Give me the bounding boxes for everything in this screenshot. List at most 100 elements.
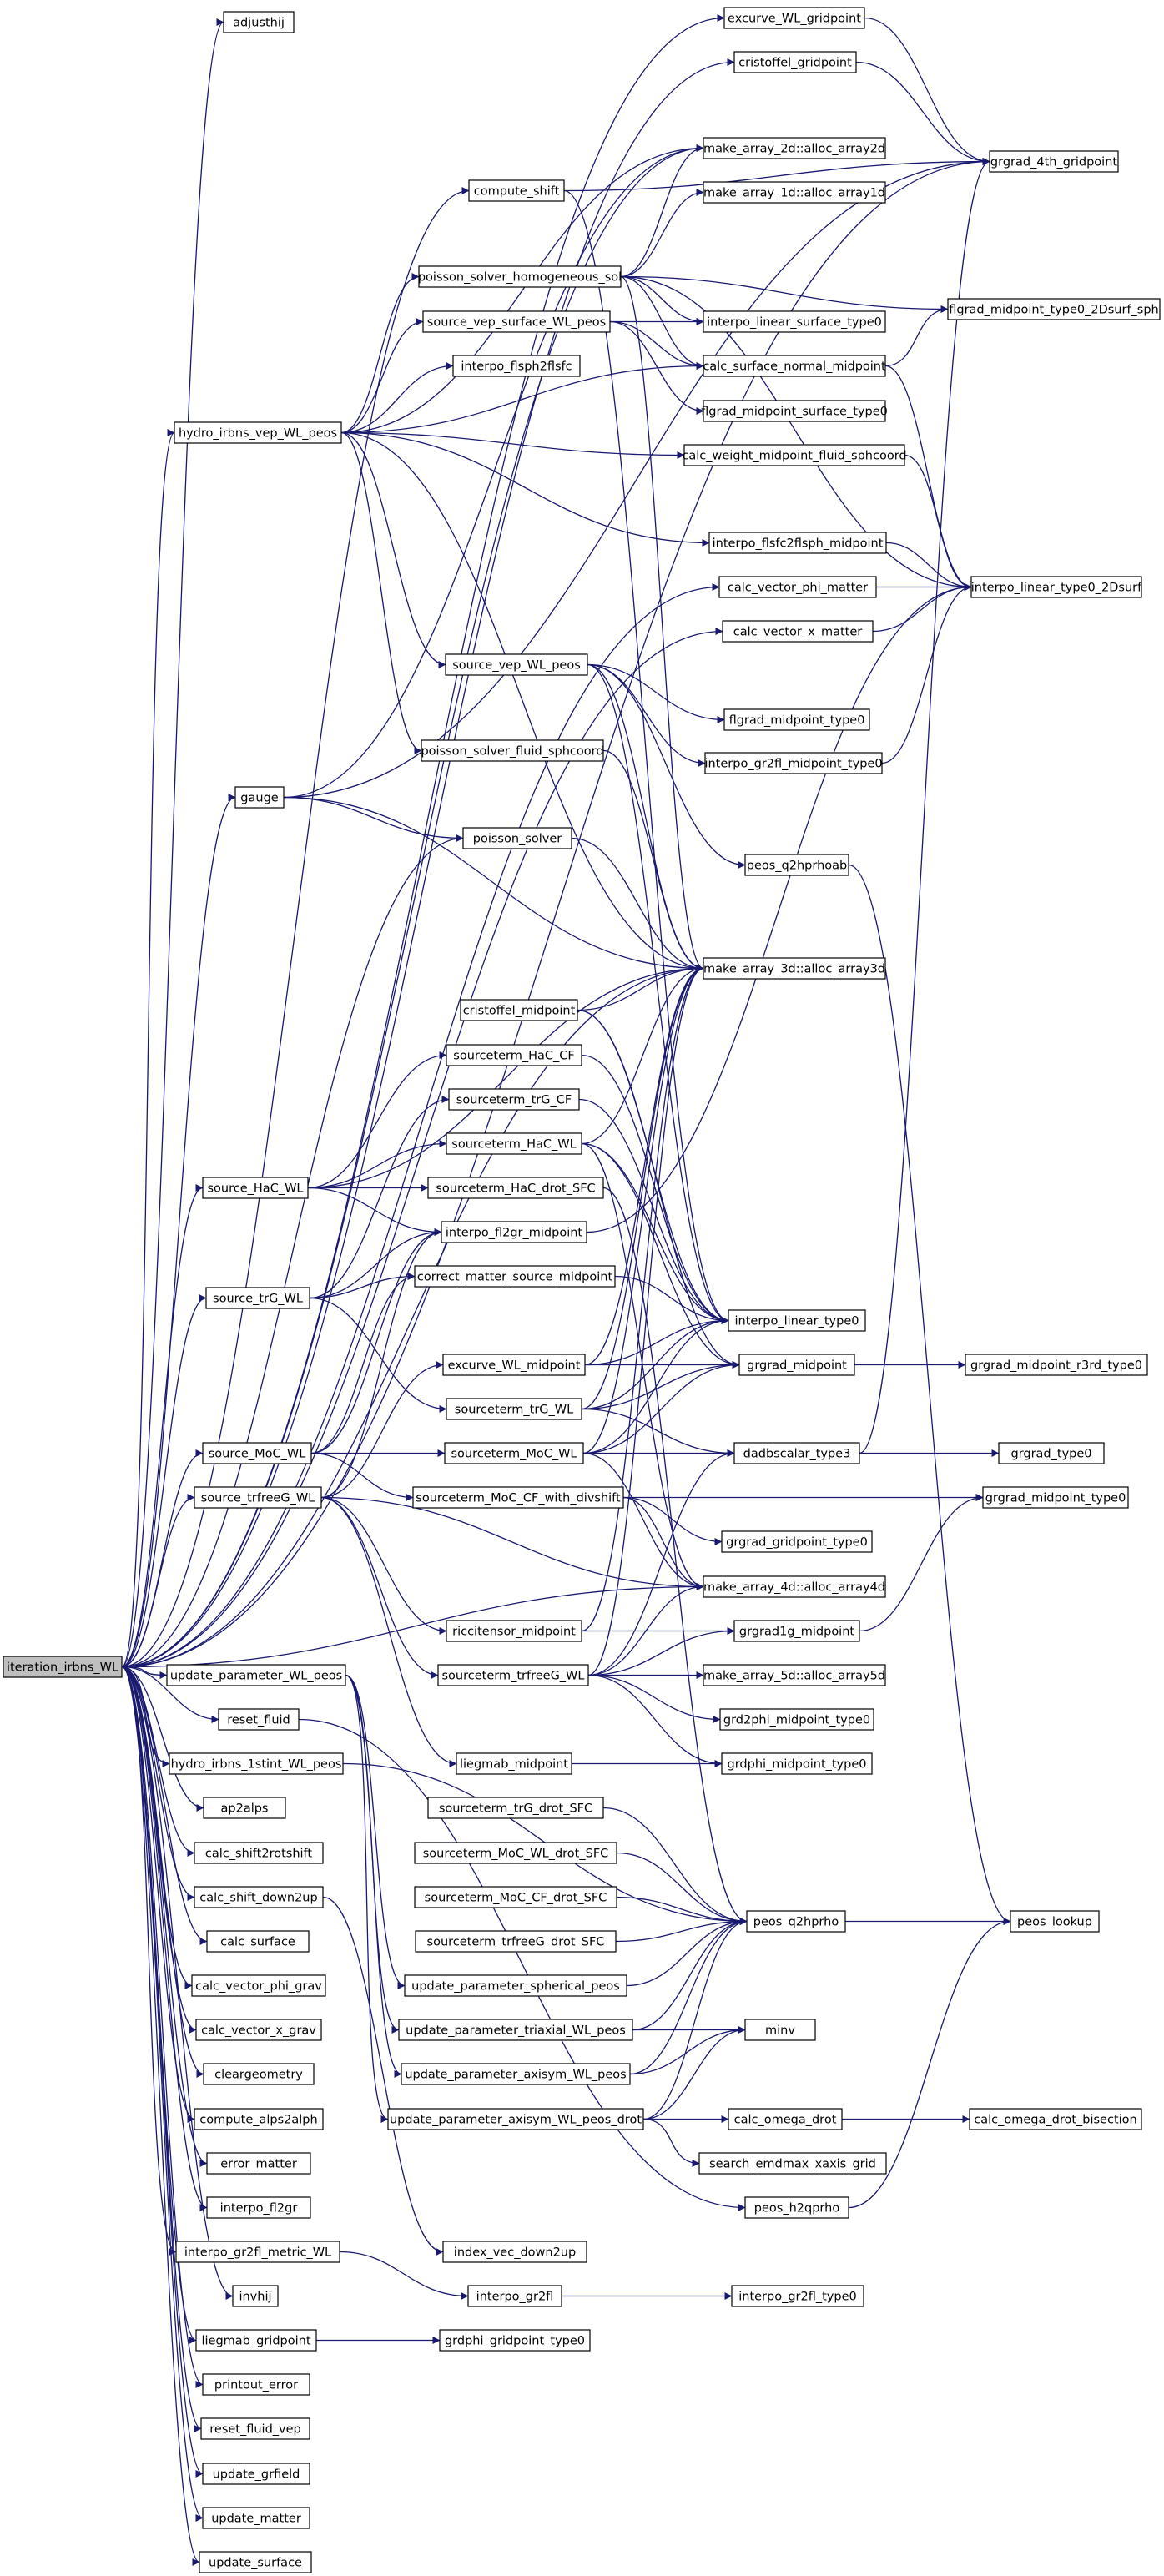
node-sourceterm-trg-wl[interactable]: sourceterm_trG_WL <box>446 1398 582 1420</box>
node-excurve-wl-gridpoint[interactable]: excurve_WL_gridpoint <box>723 7 865 29</box>
node-box <box>195 2329 317 2352</box>
node-riccitensor-midpoint[interactable]: riccitensor_midpoint <box>446 1620 582 1642</box>
node-sourceterm-moc-cf-drot-sfc[interactable]: sourceterm_MoC_CF_drot_SFC <box>414 1886 617 1908</box>
node-sourceterm-moc-wl-drot-sfc[interactable]: sourceterm_MoC_WL_drot_SFC <box>414 1842 617 1864</box>
node-grgrad-midpoint-r3rd-type0[interactable]: grgrad_midpoint_r3rd_type0 <box>965 1354 1148 1376</box>
node-cristoffel-gridpoint[interactable]: cristoffel_gridpoint <box>733 51 857 73</box>
node-grdphi-midpoint-type0[interactable]: grdphi_midpoint_type0 <box>721 1752 873 1775</box>
node-index-vec-down2up[interactable]: index_vec_down2up <box>442 2241 587 2263</box>
node-calc-shift-down2up[interactable]: calc_shift_down2up <box>194 1886 324 1908</box>
node-update-surface[interactable]: update_surface <box>199 2551 312 2573</box>
node-interpo-gr2fl-metric-wl[interactable]: interpo_gr2fl_metric_WL <box>175 2241 340 2263</box>
node-sourceterm-hac-wl[interactable]: sourceterm_HaC_WL <box>446 1132 582 1155</box>
node-update-grfield[interactable]: update_grfield <box>202 2463 310 2485</box>
node-error-matter[interactable]: error_matter <box>206 2152 311 2175</box>
node-calc-surface[interactable]: calc_surface <box>206 1930 310 1953</box>
node-compute-alps2alph[interactable]: compute_alps2alph <box>194 2108 324 2130</box>
node-make-array-2d-alloc-array2d[interactable]: make_array_2d::alloc_array2d <box>703 137 886 159</box>
node-peos-q2hprho[interactable]: peos_q2hprho <box>746 1910 846 1933</box>
node-hydro-irbns-vep-wl-peos[interactable]: hydro_irbns_vep_WL_peos <box>174 421 342 444</box>
node-grgrad-type0[interactable]: grgrad_type0 <box>998 1442 1105 1464</box>
node-gauge[interactable]: gauge <box>234 786 285 809</box>
node-interpo-flsfc2flsph-midpoint[interactable]: interpo_flsfc2flsph_midpoint <box>708 532 887 554</box>
node-invhij[interactable]: invhij <box>232 2285 279 2307</box>
node-correct-matter-source-midpoint[interactable]: correct_matter_source_midpoint <box>414 1265 616 1288</box>
node-update-parameter-wl-peos[interactable]: update_parameter_WL_peos <box>166 1664 346 1686</box>
node-calc-shift2rotshift[interactable]: calc_shift2rotshift <box>194 1842 324 1864</box>
node-update-parameter-axisym-wl-peos[interactable]: update_parameter_axisym_WL_peos <box>401 2063 631 2085</box>
node-update-parameter-spherical-peos[interactable]: update_parameter_spherical_peos <box>404 1974 627 1997</box>
node-make-array-5d-alloc-array5d[interactable]: make_array_5d::alloc_array5d <box>703 1664 886 1686</box>
node-grd2phi-midpoint-type0[interactable]: grd2phi_midpoint_type0 <box>719 1708 874 1731</box>
node-make-array-4d-alloc-array4d[interactable]: make_array_4d::alloc_array4d <box>703 1575 886 1598</box>
node-hydro-irbns-1stint-wl-peos[interactable]: hydro_irbns_1stint_WL_peos <box>169 1752 344 1775</box>
node-sourceterm-hac-cf[interactable]: sourceterm_HaC_CF <box>446 1044 582 1066</box>
node-sourceterm-trfreeg-drot-sfc[interactable]: sourceterm_trfreeG_drot_SFC <box>415 1930 617 1953</box>
node-sourceterm-hac-drot-sfc[interactable]: sourceterm_HaC_drot_SFC <box>427 1177 604 1199</box>
node-interpo-gr2fl[interactable]: interpo_gr2fl <box>467 2285 562 2307</box>
node-interpo-flsph2flsfc[interactable]: interpo_flsph2flsfc <box>452 355 581 377</box>
node-peos-h2qprho[interactable]: peos_h2qprho <box>744 2196 849 2219</box>
node-sourceterm-trg-cf[interactable]: sourceterm_trG_CF <box>448 1088 580 1111</box>
node-sourceterm-trfreeg-wl[interactable]: sourceterm_trfreeG_WL <box>437 1664 589 1686</box>
node-reset-fluid-vep[interactable]: reset_fluid_vep <box>200 2417 310 2440</box>
node-calc-vector-x-matter[interactable]: calc_vector_x_matter <box>722 620 874 643</box>
node-update-matter[interactable]: update_matter <box>202 2507 310 2529</box>
node-interpo-fl2gr-midpoint[interactable]: interpo_fl2gr_midpoint <box>441 1221 587 1243</box>
node-interpo-linear-surface-type0[interactable]: interpo_linear_surface_type0 <box>703 310 886 333</box>
node-excurve-wl-midpoint[interactable]: excurve_WL_midpoint <box>442 1354 586 1376</box>
node-interpo-gr2fl-type0[interactable]: interpo_gr2fl_type0 <box>731 2285 864 2307</box>
node-poisson-solver-homogeneous-sol[interactable]: poisson_solver_homogeneous_sol <box>418 265 622 288</box>
node-source-trg-wl[interactable]: source_trG_WL <box>205 1287 310 1309</box>
node-search-emdmax-xaxis-grid[interactable]: search_emdmax_xaxis_grid <box>698 2152 887 2175</box>
node-calc-weight-midpoint-fluid-sphcoord[interactable]: calc_weight_midpoint_fluid_sphcoord <box>682 444 907 466</box>
node-peos-q2hprhoab[interactable]: peos_q2hprhoab <box>744 854 849 876</box>
node-peos-lookup[interactable]: peos_lookup <box>1010 1910 1100 1933</box>
node-poisson-solver[interactable]: poisson_solver <box>462 827 572 849</box>
node-calc-surface-normal-midpoint[interactable]: calc_surface_normal_midpoint <box>703 355 886 377</box>
node-grdphi-gridpoint-type0[interactable]: grdphi_gridpoint_type0 <box>439 2329 591 2352</box>
node-grgrad1g-midpoint[interactable]: grgrad1g_midpoint <box>733 1620 860 1642</box>
node-compute-shift[interactable]: compute_shift <box>468 179 565 202</box>
node-sourceterm-moc-cf-with-divshift[interactable]: sourceterm_MoC_CF_with_divshift <box>412 1486 624 1509</box>
node-calc-omega-drot[interactable]: calc_omega_drot <box>728 2108 843 2130</box>
node-sourceterm-trg-drot-sfc[interactable]: sourceterm_trG_drot_SFC <box>427 1797 604 1819</box>
node-calc-vector-phi-matter[interactable]: calc_vector_phi_matter <box>718 576 877 598</box>
node-grgrad-gridpoint-type0[interactable]: grgrad_gridpoint_type0 <box>721 1530 873 1553</box>
node-make-array-1d-alloc-array1d[interactable]: make_array_1d::alloc_array1d <box>703 181 886 204</box>
node-ap2alps[interactable]: ap2alps <box>203 1797 286 1819</box>
node-source-hac-wl[interactable]: source_HaC_WL <box>202 1177 309 1199</box>
node-flgrad-midpoint-type0-2dsurf-sph[interactable]: flgrad_midpoint_type0_2Dsurf_sph <box>947 298 1161 320</box>
node-adjusthij[interactable]: adjusthij <box>223 11 295 33</box>
node-iteration-irbns-wl[interactable]: iteration_irbns_WL <box>3 1656 123 1678</box>
node-flgrad-midpoint-surface-type0[interactable]: flgrad_midpoint_surface_type0 <box>701 400 888 422</box>
node-dadbscalar-type3[interactable]: dadbscalar_type3 <box>733 1442 860 1464</box>
node-grgrad-midpoint[interactable]: grgrad_midpoint <box>738 1354 855 1376</box>
node-poisson-solver-fluid-sphcoord[interactable]: poisson_solver_fluid_sphcoord <box>421 739 604 762</box>
node-liegmab-midpoint[interactable]: liegmab_midpoint <box>456 1752 572 1775</box>
node-update-parameter-axisym-wl-peos-drot[interactable]: update_parameter_axisym_WL_peos_drot <box>387 2108 644 2130</box>
node-cristoffel-midpoint[interactable]: cristoffel_midpoint <box>460 999 578 1021</box>
node-interpo-fl2gr[interactable]: interpo_fl2gr <box>206 2196 311 2219</box>
node-update-parameter-triaxial-wl-peos[interactable]: update_parameter_triaxial_WL_peos <box>398 2019 633 2041</box>
node-interpo-gr2fl-midpoint-type0[interactable]: interpo_gr2fl_midpoint_type0 <box>704 752 883 774</box>
node-grgrad-midpoint-type0[interactable]: grgrad_midpoint_type0 <box>982 1486 1129 1509</box>
node-cleargeometry[interactable]: cleargeometry <box>203 2063 315 2085</box>
node-calc-vector-phi-grav[interactable]: calc_vector_phi_grav <box>191 1974 326 1997</box>
node-interpo-linear-type0-2dsurf[interactable]: interpo_linear_type0_2Dsurf <box>970 576 1142 598</box>
node-source-moc-wl[interactable]: source_MoC_WL <box>202 1442 312 1464</box>
node-calc-omega-drot-bisection[interactable]: calc_omega_drot_bisection <box>969 2108 1142 2130</box>
node-grgrad-4th-gridpoint[interactable]: grgrad_4th_gridpoint <box>989 150 1119 173</box>
node-make-array-3d-alloc-array3d[interactable]: make_array_3d::alloc_array3d <box>703 957 886 980</box>
node-sourceterm-moc-wl[interactable]: sourceterm_MoC_WL <box>444 1442 584 1464</box>
node-interpo-linear-type0[interactable]: interpo_linear_type0 <box>728 1309 866 1332</box>
node-minv[interactable]: minv <box>744 2019 816 2041</box>
node-liegmab-gridpoint[interactable]: liegmab_gridpoint <box>195 2329 317 2352</box>
node-calc-vector-x-grav[interactable]: calc_vector_x_grav <box>195 2019 322 2041</box>
node-reset-fluid[interactable]: reset_fluid <box>218 1708 300 1731</box>
node-printout-error[interactable]: printout_error <box>202 2373 310 2396</box>
node-source-vep-surface-wl-peos[interactable]: source_vep_surface_WL_peos <box>422 310 611 333</box>
node-flgrad-midpoint-type0[interactable]: flgrad_midpoint_type0 <box>723 708 870 731</box>
node-source-trfreeg-wl[interactable]: source_trfreeG_WL <box>194 1486 322 1509</box>
node-source-vep-wl-peos[interactable]: source_vep_WL_peos <box>445 653 588 676</box>
